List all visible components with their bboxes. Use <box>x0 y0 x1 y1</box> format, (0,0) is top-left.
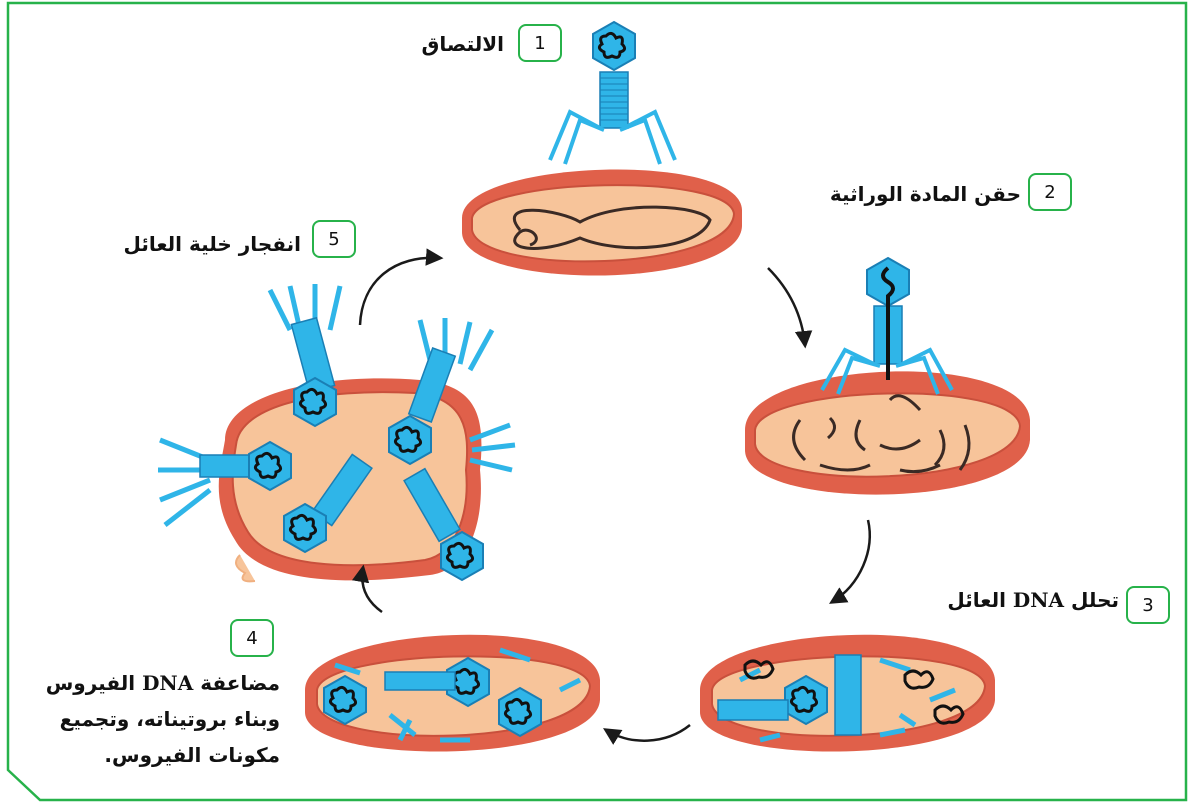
step-3-label-dna: DNA <box>1013 588 1064 612</box>
cell-assembly <box>305 635 600 752</box>
virus-attaching <box>550 22 675 164</box>
step-4-label-line1: مضاعفة DNA الفيروس <box>0 665 280 701</box>
step-5-number: 5 <box>312 220 356 258</box>
step-3-label-pre: تحلل <box>1071 588 1119 612</box>
step-3-label: تحلل DNA العائل <box>947 588 1119 612</box>
step-3-label-post: العائل <box>947 588 1006 612</box>
step-1-label: الالتصاق <box>421 32 504 56</box>
step-4-label-line2: وبناء بروتيناته، وتجميع <box>0 701 280 737</box>
arrow-1-to-2 <box>768 268 805 345</box>
step-3-number: 3 <box>1126 586 1170 624</box>
step-5-label: انفجار خلية العائل <box>123 232 301 256</box>
step-2-label: حقن المادة الوراثية <box>830 182 1021 206</box>
arrow-5-to-1 <box>360 258 440 325</box>
step-4-label-line1-post: الفيروس <box>46 671 135 695</box>
cell-attachment <box>462 169 742 275</box>
step-4-label-line1-dna: DNA <box>142 671 193 695</box>
arrow-2-to-3 <box>832 520 870 602</box>
step-4-label-line3: مكونات الفيروس. <box>0 737 280 773</box>
step-4-number: 4 <box>230 619 274 657</box>
cell-degradation <box>700 635 995 752</box>
cell-lysis <box>158 284 515 581</box>
arrow-3-to-4 <box>606 725 690 741</box>
step-4-label: مضاعفة DNA الفيروس وبناء بروتيناته، وتجم… <box>0 665 280 773</box>
step-4-label-line1-pre: مضاعفة <box>200 671 280 695</box>
step-1-number: 1 <box>518 24 562 62</box>
step-2-number: 2 <box>1028 173 1072 211</box>
cell-injection <box>745 371 1030 494</box>
